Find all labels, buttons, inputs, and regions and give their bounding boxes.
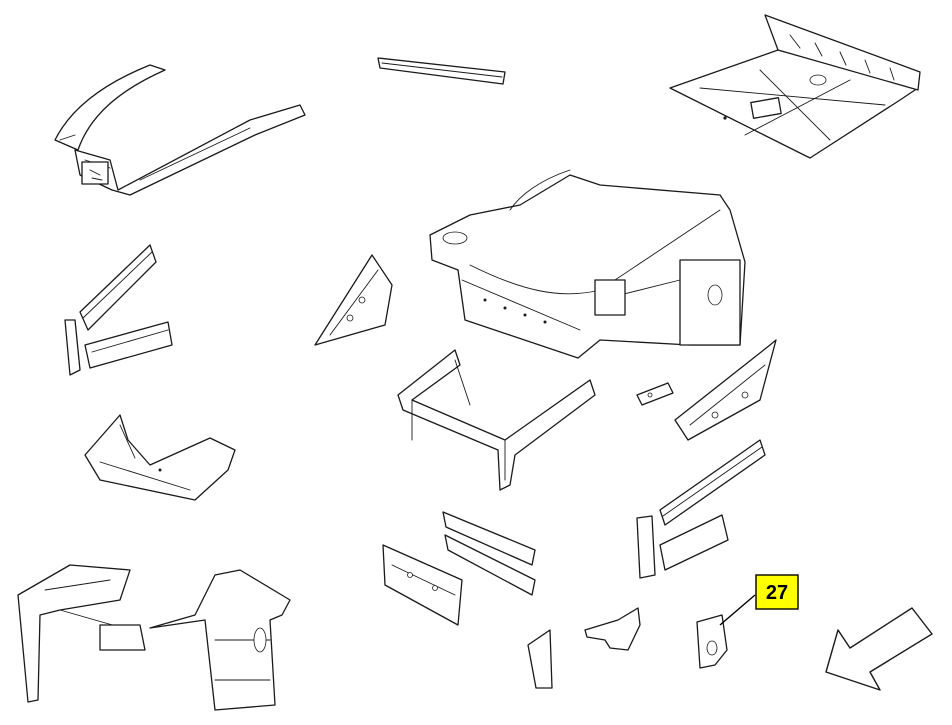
callout-box — [755, 574, 799, 610]
callout-label: 27 — [766, 582, 788, 604]
part-right-long-rail[interactable] — [659, 439, 766, 526]
part-strip-upper[interactable] — [442, 511, 536, 566]
part-right-short-rail[interactable] — [636, 514, 729, 579]
part-upper-cross-member[interactable] — [377, 57, 506, 85]
part-rear-bracket-small[interactable] — [696, 614, 728, 669]
part-floor-panel[interactable] — [669, 14, 921, 159]
part-strip-lower[interactable] — [444, 534, 536, 596]
part-left-subframe-bracket[interactable] — [17, 564, 146, 703]
part-curved-inner-panel[interactable] — [84, 414, 236, 501]
part-front-chassis-assembly[interactable] — [429, 169, 746, 359]
part-front-cross-frame[interactable] — [397, 349, 596, 491]
part-angled-gusset-right[interactable] — [674, 339, 777, 441]
callout-27[interactable]: 27 — [719, 574, 799, 626]
part-right-subframe-bracket[interactable] — [149, 569, 291, 711]
part-front-wheel-arch-rail[interactable] — [54, 64, 306, 196]
part-left-long-rail[interactable] — [79, 244, 157, 331]
part-small-hinge-bracket[interactable] — [636, 382, 674, 406]
part-angled-support-panel[interactable] — [382, 544, 463, 626]
direction-arrow-icon — [825, 607, 933, 691]
part-small-plate-bracket[interactable] — [527, 629, 553, 689]
part-triangular-gusset[interactable] — [314, 254, 393, 346]
callout-leader-line — [719, 594, 756, 626]
part-left-short-rail[interactable] — [64, 319, 173, 376]
part-mount-bracket[interactable] — [584, 607, 641, 651]
